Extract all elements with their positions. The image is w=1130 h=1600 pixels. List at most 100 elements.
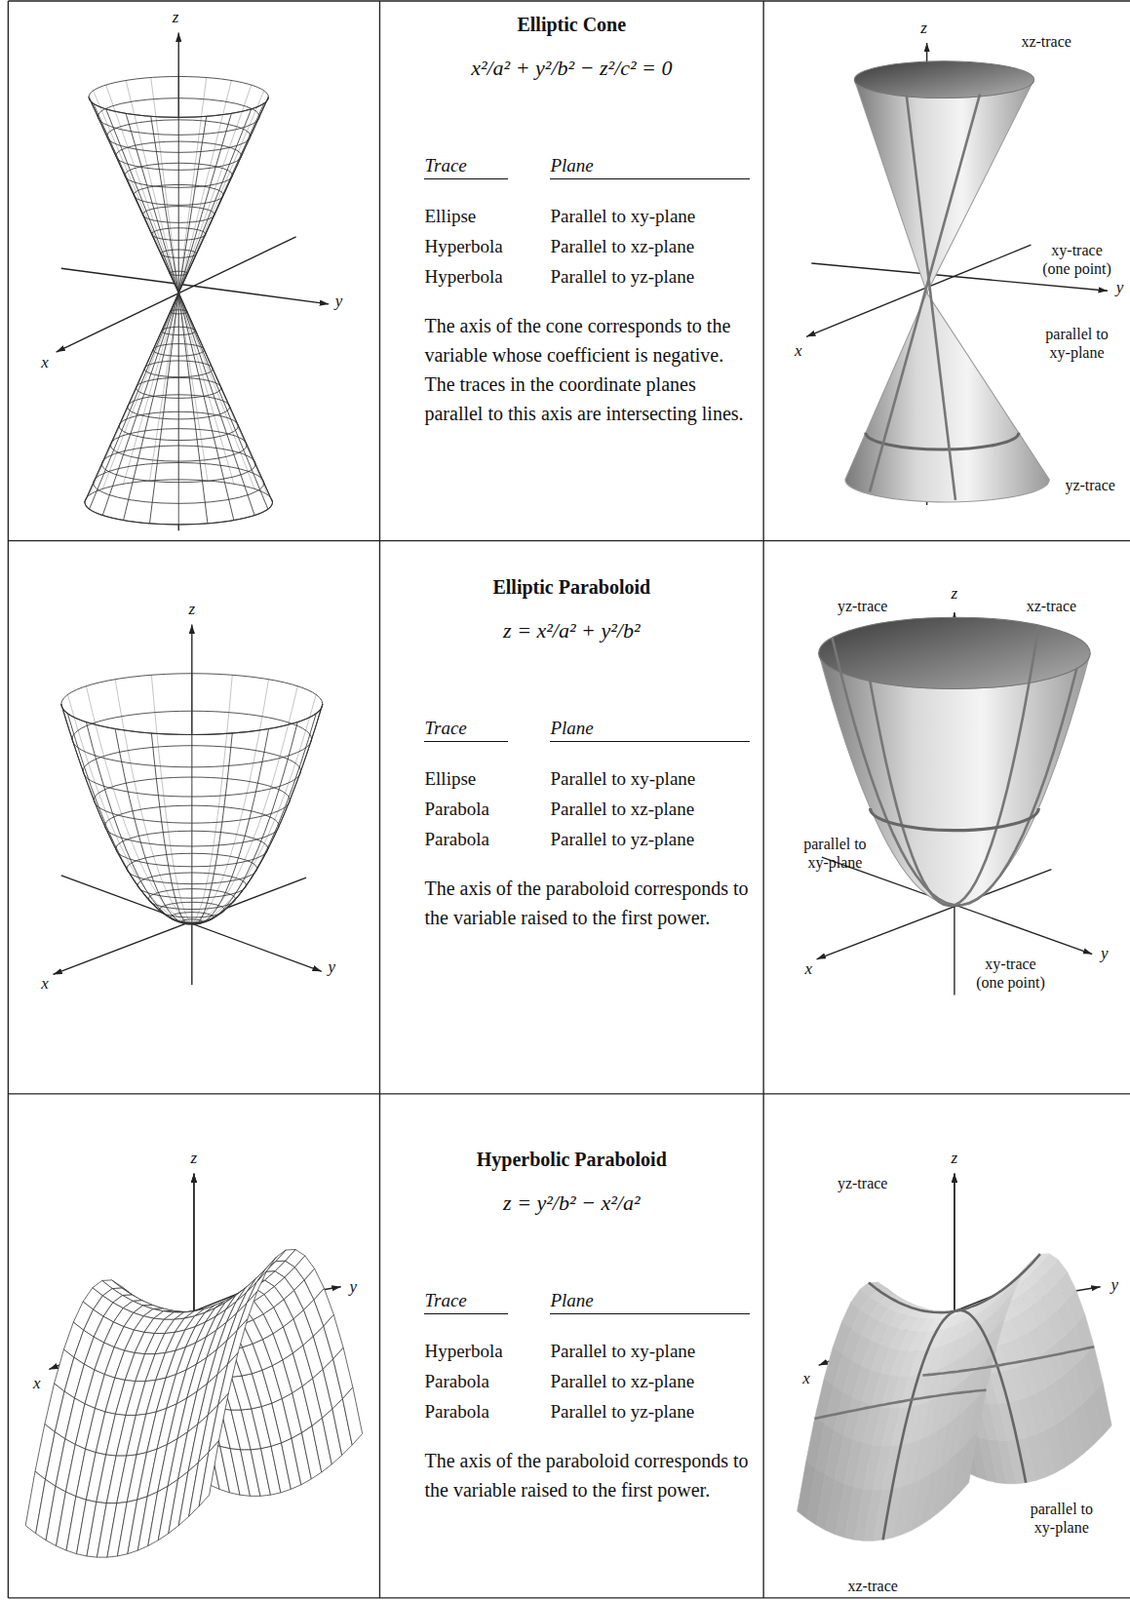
paraboloid-wireframe — [52, 623, 322, 984]
saddle-patch — [246, 1271, 267, 1304]
saddle-patch — [985, 1318, 1005, 1361]
wire-ruling — [192, 679, 270, 924]
surface-description-cell: Hyperbolic Paraboloidz = y²/b² − x²/a²Tr… — [380, 1093, 763, 1598]
trace-table: TracePlaneHyperbolaParallel to xy-planeP… — [424, 1286, 763, 1425]
wire-ruling — [89, 292, 180, 495]
axis-label: x — [802, 1368, 811, 1388]
axis-label: x — [804, 959, 813, 978]
trace-label: xy-trace (one point) — [970, 954, 1053, 992]
wire-ruling — [178, 76, 180, 293]
wire-ruling — [178, 84, 252, 293]
trace-label: yz-trace — [837, 1173, 889, 1193]
table-line — [7, 1597, 1130, 1598]
trace-label: yz-trace — [837, 596, 889, 616]
wire-ruling — [192, 686, 298, 924]
saddle-patch — [198, 1441, 219, 1507]
trace-label: xy-trace (one point) — [1036, 240, 1119, 278]
surface-description-cell: Elliptic Paraboloid z = x²/a² + y²/b² Trac… — [380, 541, 763, 1094]
trace-curve — [865, 432, 1019, 450]
note-text: The axis of the cone corresponds to the … — [424, 311, 756, 429]
trace-curve — [869, 93, 980, 492]
wire-ruling — [151, 674, 192, 924]
surface-name: Elliptic Paraboloid — [380, 574, 763, 600]
trace-type: Parabola — [424, 1398, 550, 1425]
wire-ruling — [125, 113, 179, 293]
trace-plane: Parallel to xy-plane — [549, 202, 760, 230]
table-line — [7, 0, 9, 1598]
axis-label: y — [1116, 277, 1125, 297]
wire-ruling — [125, 79, 179, 293]
trace-label: xz-trace — [1026, 596, 1078, 616]
note-text: The axis of the paraboloid corresponds t… — [424, 1445, 756, 1505]
trace-type: Parabola — [424, 795, 550, 822]
wire-ruling — [192, 733, 233, 925]
trace-label: parallel to xy-plane — [1020, 1499, 1103, 1537]
trace-table: TracePlaneEllipseParallel to xy-planeHyp… — [424, 152, 763, 290]
axis-label: z — [191, 1148, 198, 1168]
trace-curve — [831, 637, 1077, 905]
note-text: The axis of the paraboloid corresponds t… — [424, 873, 756, 933]
table-header: Trace — [424, 1286, 508, 1315]
trace-type: Hyperbola — [424, 263, 550, 290]
surface-figures — [25, 32, 1112, 1558]
wire-ruling — [178, 116, 206, 293]
wire-ruling — [178, 292, 273, 503]
equation: z = x²/a² + y²/b² — [380, 617, 763, 645]
wire-ruling — [106, 109, 180, 294]
wire-ruling — [84, 292, 179, 503]
trace-curve — [906, 94, 956, 500]
coordinate-axis — [61, 268, 329, 305]
wire-ruling — [115, 729, 193, 925]
wire-ruling — [102, 292, 179, 489]
wire-ruling — [151, 77, 179, 294]
cone-opening — [854, 61, 1034, 99]
trace-plane: Parallel to xz-plane — [549, 795, 760, 822]
wire-ruling — [178, 103, 265, 293]
axis-label: y — [1111, 1275, 1120, 1294]
trace-label: xz-trace — [1020, 32, 1072, 51]
wire-ruling — [149, 292, 179, 481]
trace-plane: Parallel to xy-plane — [549, 1337, 760, 1364]
trace-table: TracePlaneEllipseParallel to xy-planePar… — [424, 714, 763, 853]
saddle-patch — [1004, 1273, 1023, 1303]
saddle-patch — [342, 1387, 362, 1445]
paraboloid-opening — [818, 617, 1091, 689]
wire-ruling — [61, 703, 193, 924]
axis-label: x — [40, 352, 49, 372]
wire-ruling — [106, 84, 180, 293]
axis-label: y — [1100, 943, 1109, 963]
saddle-patch — [959, 1432, 978, 1494]
paraboloid-shaded — [817, 612, 1093, 995]
surface-description-cell: Elliptic Conex²/a² + y²/b² − z²/c² = 0Tr… — [380, 0, 763, 542]
wire-ruling — [85, 722, 192, 925]
cone-nappe — [84, 292, 273, 525]
axis-label: y — [327, 957, 336, 976]
trace-label: yz-trace — [1064, 475, 1116, 495]
trace-curve — [815, 1390, 987, 1419]
coordinate-axis — [953, 1173, 955, 1312]
table-header: Plane — [549, 152, 750, 180]
wire-ruling — [178, 109, 252, 294]
axis-label: z — [172, 7, 180, 27]
cone-wireframe — [56, 32, 330, 531]
table-header: Plane — [549, 714, 750, 742]
wire-ruling — [88, 96, 179, 293]
table-header: Plane — [549, 1286, 750, 1315]
equation: x²/a² + y²/b² − z²/c² = 0 — [380, 54, 763, 82]
wire-ruling — [192, 722, 298, 925]
trace-plane: Parallel to xy-plane — [549, 765, 760, 792]
wire-ruling — [192, 703, 323, 924]
table-line — [7, 1092, 1130, 1094]
trace-type: Hyperbola — [424, 233, 550, 260]
trace-curve — [883, 1310, 1027, 1540]
trace-label: parallel to xy-plane — [794, 834, 877, 872]
saddle-patch — [1092, 1382, 1112, 1437]
wire-ruling — [89, 292, 180, 509]
wire-ruling — [115, 679, 193, 924]
equation: z = y²/b² − x²/a² — [380, 1189, 763, 1217]
wire-ruling — [151, 733, 192, 925]
wire-ruling — [191, 673, 193, 924]
axis-label: z — [951, 1148, 959, 1168]
wire-ruling — [178, 96, 269, 293]
